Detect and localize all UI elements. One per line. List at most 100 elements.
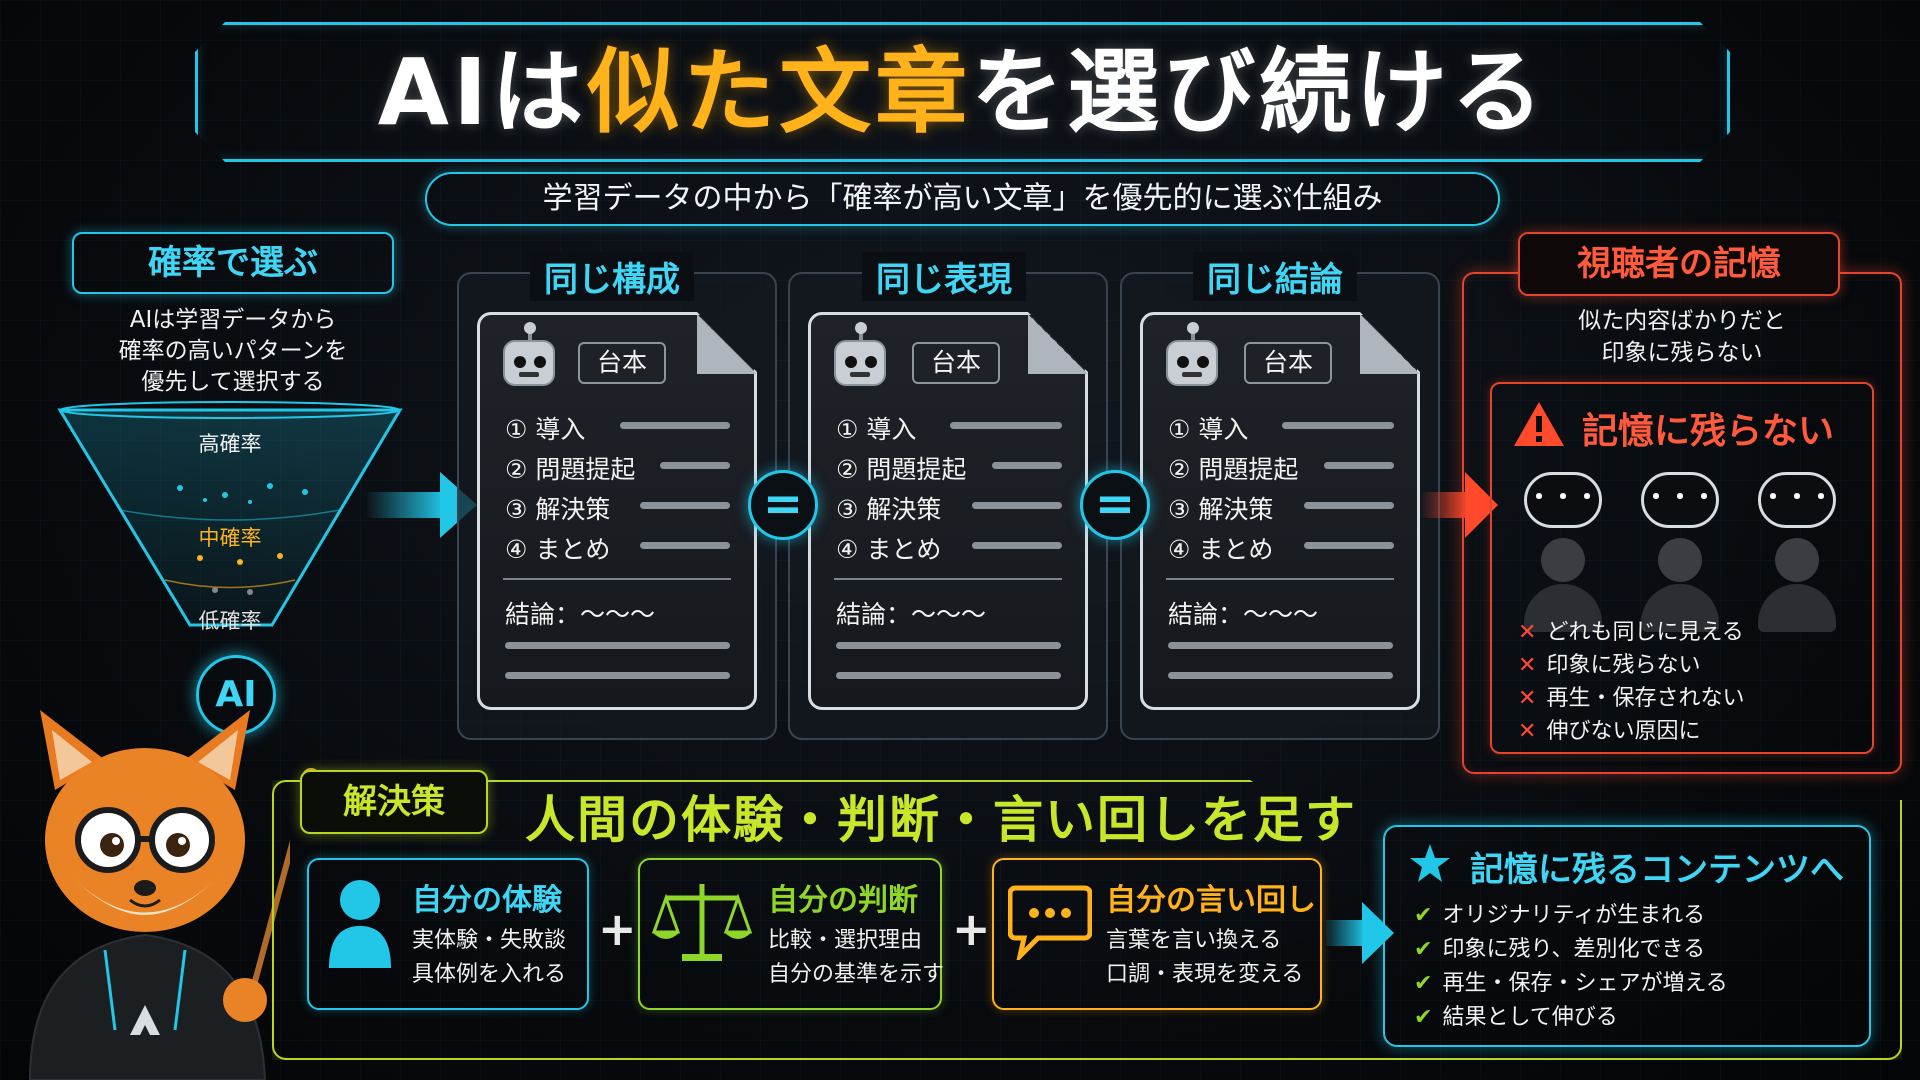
viewer-memory-pill: 視聴者の記憶 [1518,232,1840,296]
equals-icon: = [748,470,818,540]
benefit-item: ✔ オリジナリティが生まれる [1414,897,1705,929]
benefit-item: ✔ 結果として伸びる [1414,999,1618,1031]
text-placeholder-bar [505,672,730,679]
negative-item: ✕印象に残らない [1518,647,1700,679]
benefit-item-text: 印象に残り、差別化できる [1442,937,1706,962]
text-placeholder-bar [1168,672,1393,679]
script-tag: 台本 [912,342,1000,384]
card-title: 自分の判断 [768,883,918,918]
page-fold-icon [1028,314,1088,374]
panel-title-same-structure: 同じ構成 [530,252,694,301]
page-fold-icon [697,314,757,374]
benefit-item-text: 結果として伸びる [1442,1005,1618,1030]
check-icon: ✔ [1414,1005,1433,1030]
text-placeholder-bar [1324,462,1394,469]
page-title: AIは似た文章を選び続ける [195,38,1730,148]
probability-desc-line: AIは学習データから [129,307,337,333]
thought-bubble-icon: ・・・ [1641,472,1719,528]
text-placeholder-bar [972,502,1062,509]
warning-box [1490,382,1874,754]
viewer-desc-line: 印象に残らない [1601,340,1763,366]
card-line: 自分の基準を示す [768,962,945,987]
card-title: 自分の言い回し [1106,883,1316,918]
cross-icon: ✕ [1518,620,1537,645]
title-suffix: を選び続ける [971,39,1548,146]
conclusion-line: 結論：〜〜〜 [836,600,987,629]
title-frame [195,22,1730,162]
probability-desc-line: 優先して選択する [141,369,325,395]
solution-pill: 解決策 [300,770,488,834]
funnel-label-mid: 中確率 [198,526,262,550]
check-icon: ✔ [1414,937,1433,962]
result-panel [1383,825,1871,1047]
negative-item-text: 印象に残らない [1546,653,1701,678]
card-title: 自分の体験 [412,883,562,918]
conclusion-line: 結論：〜〜〜 [505,600,656,629]
conclusion-line: 結論：〜〜〜 [1168,600,1319,629]
text-placeholder-bar [972,542,1062,549]
step-item: ④ まとめ [505,535,611,564]
divider [834,578,1062,580]
step-item: ① 導入 [836,415,917,444]
probability-desc-line: 確率の高いパターンを [118,338,348,364]
page-fold-icon [1360,314,1420,374]
thought-bubble-icon: ・・・ [1524,472,1602,528]
check-icon: ✔ [1414,903,1433,928]
viewer-memory-description: 似た内容ばかりだと 印象に残らない [1470,305,1894,369]
check-icon: ✔ [1414,971,1433,996]
negative-item: ✕伸びない原因に [1518,713,1700,745]
text-placeholder-bar [836,642,1061,649]
solution-title: 人間の体験・判断・言い回しを足す [525,791,1357,849]
text-placeholder-bar [620,422,730,429]
funnel-label-high: 高確率 [198,432,262,456]
negative-item-text: 再生・保存されない [1546,686,1745,711]
text-placeholder-bar [1168,642,1393,649]
text-placeholder-bar [640,502,730,509]
cross-icon: ✕ [1518,719,1537,744]
warning-title: 記憶に残らない [1582,411,1835,452]
panel-title-same-conclusion: 同じ結論 [1193,252,1357,301]
person-icon [329,880,391,968]
text-placeholder-bar [640,542,730,549]
text-placeholder-bar [660,462,730,469]
text-placeholder-bar [992,462,1062,469]
step-item: ② 問題提起 [1168,455,1299,484]
negative-item: ✕再生・保存されない [1518,680,1744,712]
arrow-right-red-icon [1420,472,1498,538]
negative-item-text: どれも同じに見える [1546,620,1744,645]
fox-mascot-illustration [28,710,290,1080]
card-own-experience [307,858,589,1010]
solution-panel [272,780,1902,1060]
viewer-silhouette-icon [1775,538,1819,582]
step-item: ④ まとめ [836,535,942,564]
star-icon [1410,844,1450,882]
title-particle: は [491,39,588,146]
card-line: 具体例を入れる [412,962,567,987]
subtitle: 学習データの中から「確率が高い文章」を優先的に選ぶ仕組み [425,172,1500,226]
divider [503,578,731,580]
step-item: ③ 解決策 [505,495,611,524]
text-placeholder-bar [836,672,1061,679]
viewer-silhouette-icon [1658,538,1702,582]
benefit-item: ✔再生・保存・シェアが増える [1414,965,1728,997]
step-item: ① 導入 [1168,415,1249,444]
step-item: ② 問題提起 [836,455,967,484]
card-line: 比較・選択理由 [768,928,923,953]
benefit-item-text: オリジナリティが生まれる [1442,903,1706,928]
warning-icon [1514,402,1564,446]
step-item: ③ 解決策 [1168,495,1274,524]
step-item: ① 導入 [505,415,586,444]
card-line: 口調・表現を変える [1106,962,1304,987]
viewer-desc-line: 似た内容ばかりだと [1578,308,1786,334]
card-own-phrasing [992,858,1322,1010]
step-item: ② 問題提起 [505,455,636,484]
card-line: 実体験・失敗談 [412,928,567,953]
card-own-judgment [638,858,942,1010]
text-placeholder-bar [1304,542,1394,549]
robot-icon [503,322,555,386]
robot-icon [1166,322,1218,386]
title-highlight: 似た文章 [587,39,972,146]
funnel-graphic [57,401,403,627]
funnel-label-low: 低確率 [198,609,262,633]
plus-icon: + [952,902,991,956]
